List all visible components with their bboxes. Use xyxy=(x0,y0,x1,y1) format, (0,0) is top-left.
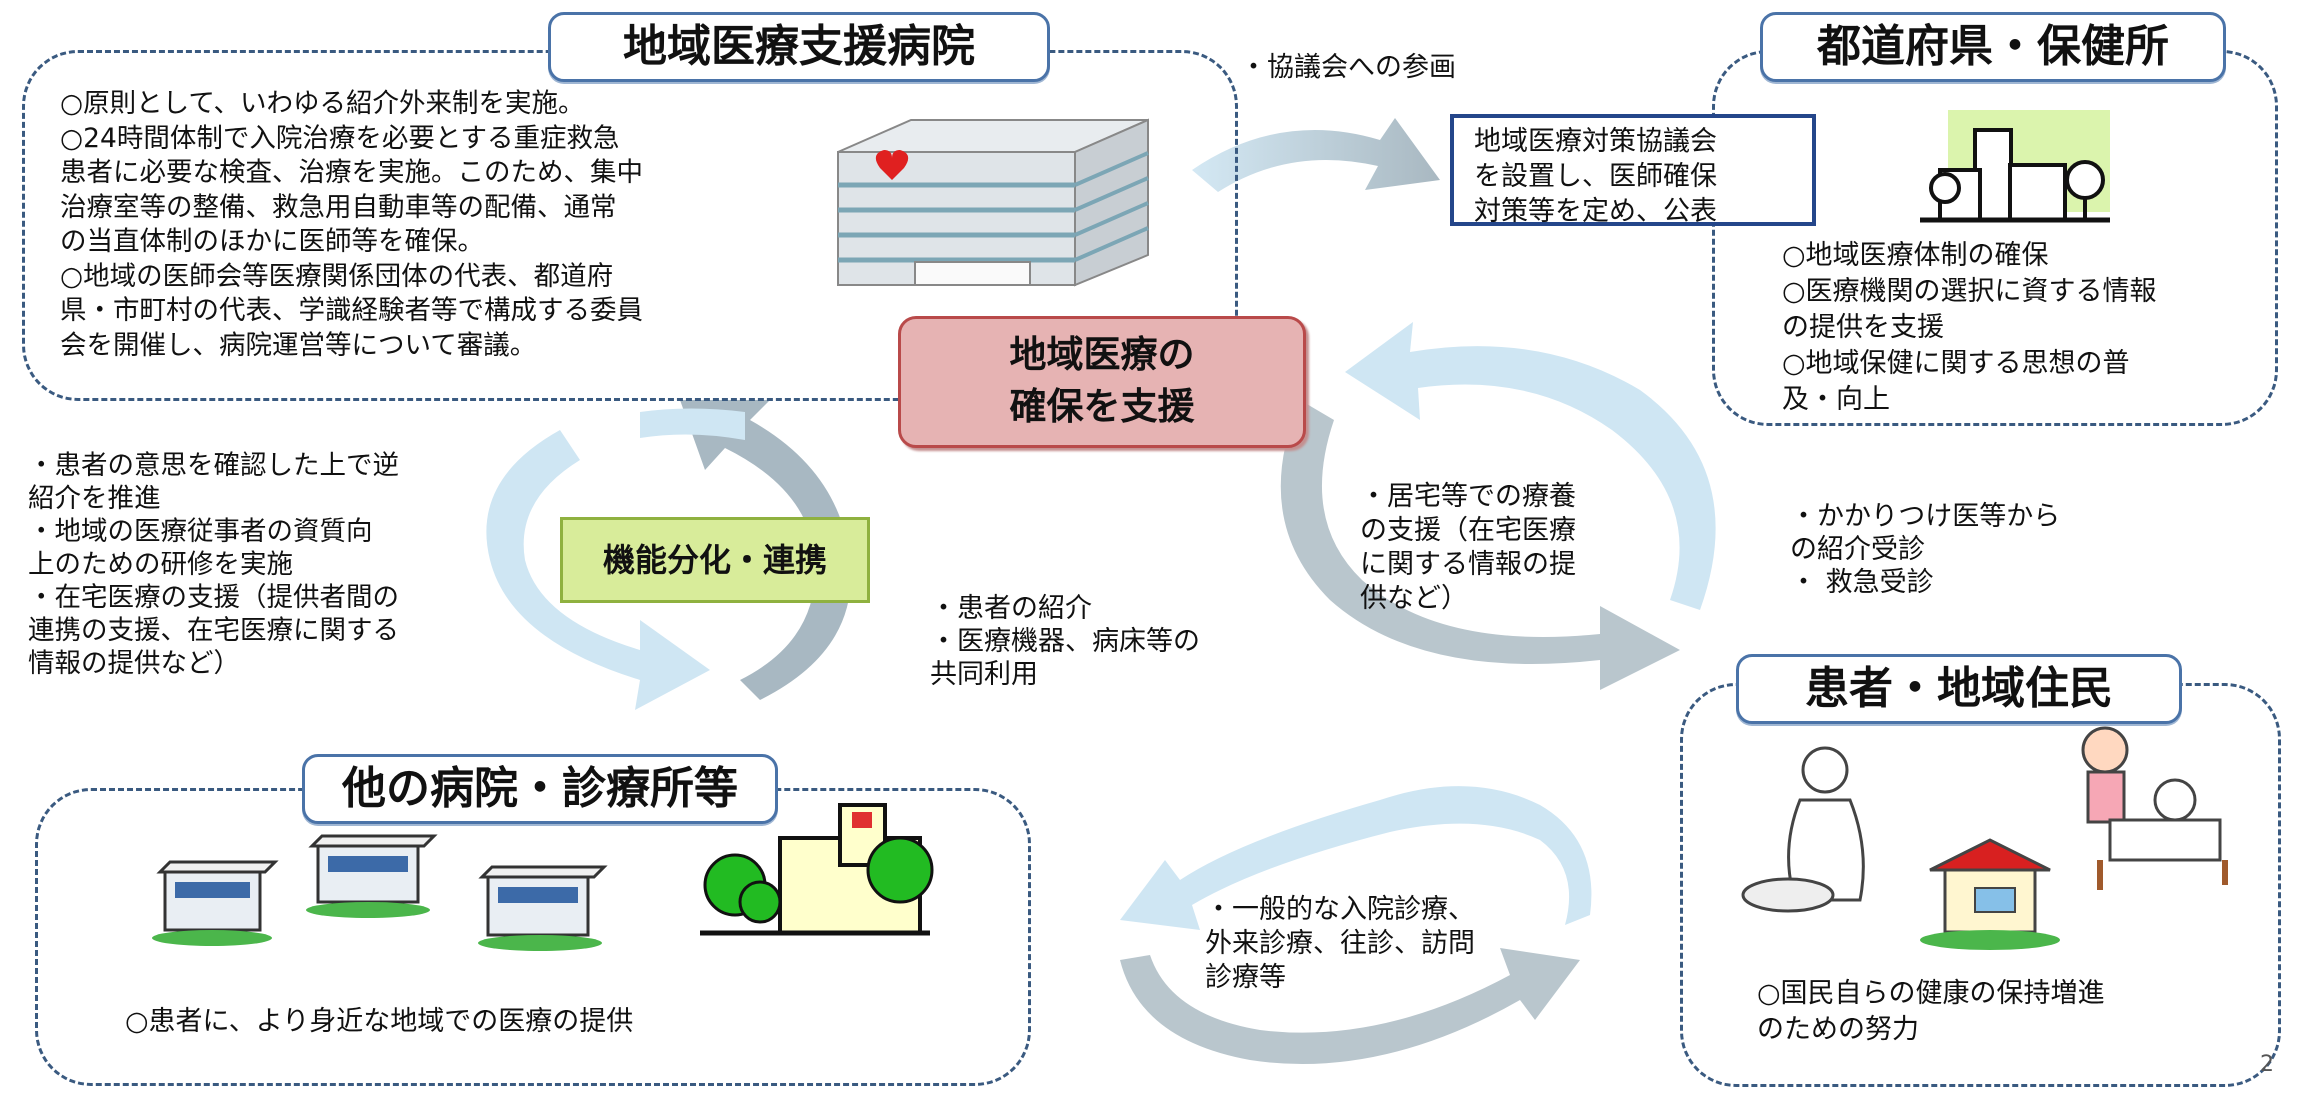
left-note-line: 連携の支援、在宅医療に関する xyxy=(28,615,399,646)
right-cycle-arrows xyxy=(1280,322,1716,690)
bottom-cycle-arrows xyxy=(1120,786,1592,1064)
hospital-line: ○原則として、いわゆる紹介外来制を実施。 xyxy=(60,88,585,119)
left-note-line: 上のための研修を実施 xyxy=(28,549,293,580)
left-cycle-arrows xyxy=(486,400,851,710)
clinics-description: ○患者に、より身近な地域での医療の提供 xyxy=(125,1006,634,1037)
function-cooperation-box: 機能分化・連携 xyxy=(560,517,870,603)
council-line: 地域医療対策協議会 xyxy=(1474,126,1717,157)
home-care-line: に関する情報の提 xyxy=(1360,549,1576,580)
patients-description: ○国民自らの健康の保持増進 のための努力 xyxy=(1757,976,2105,1048)
acceptance-line: の紹介受診 xyxy=(1790,534,1925,565)
hospital-line: ○24時間体制で入院治療を必要とする重症救急 xyxy=(60,122,620,154)
center-support-box: 地域医療の 確保を支援 xyxy=(898,316,1306,448)
referral-note-line: ・医療機器、病床等の xyxy=(930,626,1200,657)
hospital-title: 地域医療支援病院 xyxy=(548,12,1050,82)
prefecture-line: の提供を支援 xyxy=(1782,312,1944,343)
acceptance-notes: ・かかりつけ医等から の紹介受診 ・ 救急受診 xyxy=(1790,500,2060,599)
city-buildings-illustration xyxy=(1920,110,2110,223)
council-line: を設置し、医師確保 xyxy=(1474,161,1717,192)
home-care-notes: ・居宅等での療養 の支援（在宅医療 に関する情報の提 供など） xyxy=(1360,480,1576,616)
prefecture-line: ○地域保健に関する思想の普 xyxy=(1782,348,2130,379)
clinics-title: 他の病院・診療所等 xyxy=(302,754,778,824)
participation-arrow xyxy=(1192,118,1440,192)
referral-note-line: 共同利用 xyxy=(930,659,1038,690)
hospital-line: 会を開催し、病院運営等について審議。 xyxy=(60,329,537,361)
hospital-line: 県・市町村の代表、学識経験者等で構成する委員 xyxy=(60,295,643,326)
general-care-line: ・一般的な入院診療、 xyxy=(1205,894,1475,925)
center-line: 地域医療の xyxy=(1009,333,1195,376)
hospital-line: 患者に必要な検査、治療を実施。このため、集中 xyxy=(60,157,643,188)
hospital-line: 治療室等の整備、救急用自動車等の配備、通常 xyxy=(60,191,617,223)
hospital-line: の当直体制のほかに医師等を確保。 xyxy=(60,226,484,257)
patients-title: 患者・地域住民 xyxy=(1736,654,2182,724)
home-care-line: の支援（在宅医療 xyxy=(1360,515,1576,546)
center-line: 確保を支援 xyxy=(1009,385,1195,428)
home-care-line: ・居宅等での療養 xyxy=(1360,481,1576,512)
patients-line: ○国民自らの健康の保持増進 xyxy=(1757,978,2105,1009)
general-care-line: 診療等 xyxy=(1205,962,1286,993)
clinics-region xyxy=(35,788,1031,1086)
left-note-line: ・在宅医療の支援（提供者間の xyxy=(28,582,399,613)
council-line: 対策等を定め、公表 xyxy=(1474,196,1717,227)
left-note-line: ・地域の医療従事者の資質向 xyxy=(28,516,373,547)
page-number: 2 xyxy=(2260,1052,2274,1077)
acceptance-line: ・ 救急受診 xyxy=(1790,567,1934,598)
patients-illustration xyxy=(1741,726,2228,950)
council-box: 地域医療対策協議会 を設置し、医師確保 対策等を定め、公表 xyxy=(1450,114,1816,227)
left-note-line: 情報の提供など） xyxy=(28,648,240,679)
home-care-line: 供など） xyxy=(1360,583,1468,614)
acceptance-line: ・かかりつけ医等から xyxy=(1790,501,2061,532)
general-care-line: 外来診療、往診、訪問 xyxy=(1205,928,1475,959)
hospital-description: ○原則として、いわゆる紹介外来制を実施。 ○24時間体制で入院治療を必要とする重… xyxy=(60,87,643,363)
hospital-line: ○地域の医師会等医療関係団体の代表、都道府 xyxy=(60,260,614,292)
prefecture-line: ○地域医療体制の確保 xyxy=(1782,240,2049,271)
left-note-line: ・患者の意思を確認した上で逆 xyxy=(28,450,399,481)
prefecture-line: 及・向上 xyxy=(1782,384,1890,415)
prefecture-title: 都道府県・保健所 xyxy=(1760,12,2226,82)
referral-notes: ・患者の紹介 ・医療機器、病床等の 共同利用 xyxy=(930,592,1200,691)
left-notes: ・患者の意思を確認した上で逆 紹介を推進 ・地域の医療従事者の資質向 上のための… xyxy=(28,449,399,680)
left-note-line: 紹介を推進 xyxy=(28,483,161,514)
referral-note-line: ・患者の紹介 xyxy=(930,593,1092,624)
prefecture-line: ○医療機関の選択に資する情報 xyxy=(1782,276,2157,307)
prefecture-description: ○地域医療体制の確保 ○医療機関の選択に資する情報 の提供を支援 ○地域保健に関… xyxy=(1782,238,2157,418)
participation-label: ・協議会への参画 xyxy=(1240,52,1456,83)
patients-line: のための努力 xyxy=(1757,1014,1919,1045)
hospital-building-illustration xyxy=(837,118,1149,287)
clinic-buildings-illustration xyxy=(152,803,934,951)
general-care-notes: ・一般的な入院診療、 外来診療、往診、訪問 診療等 xyxy=(1205,893,1475,995)
